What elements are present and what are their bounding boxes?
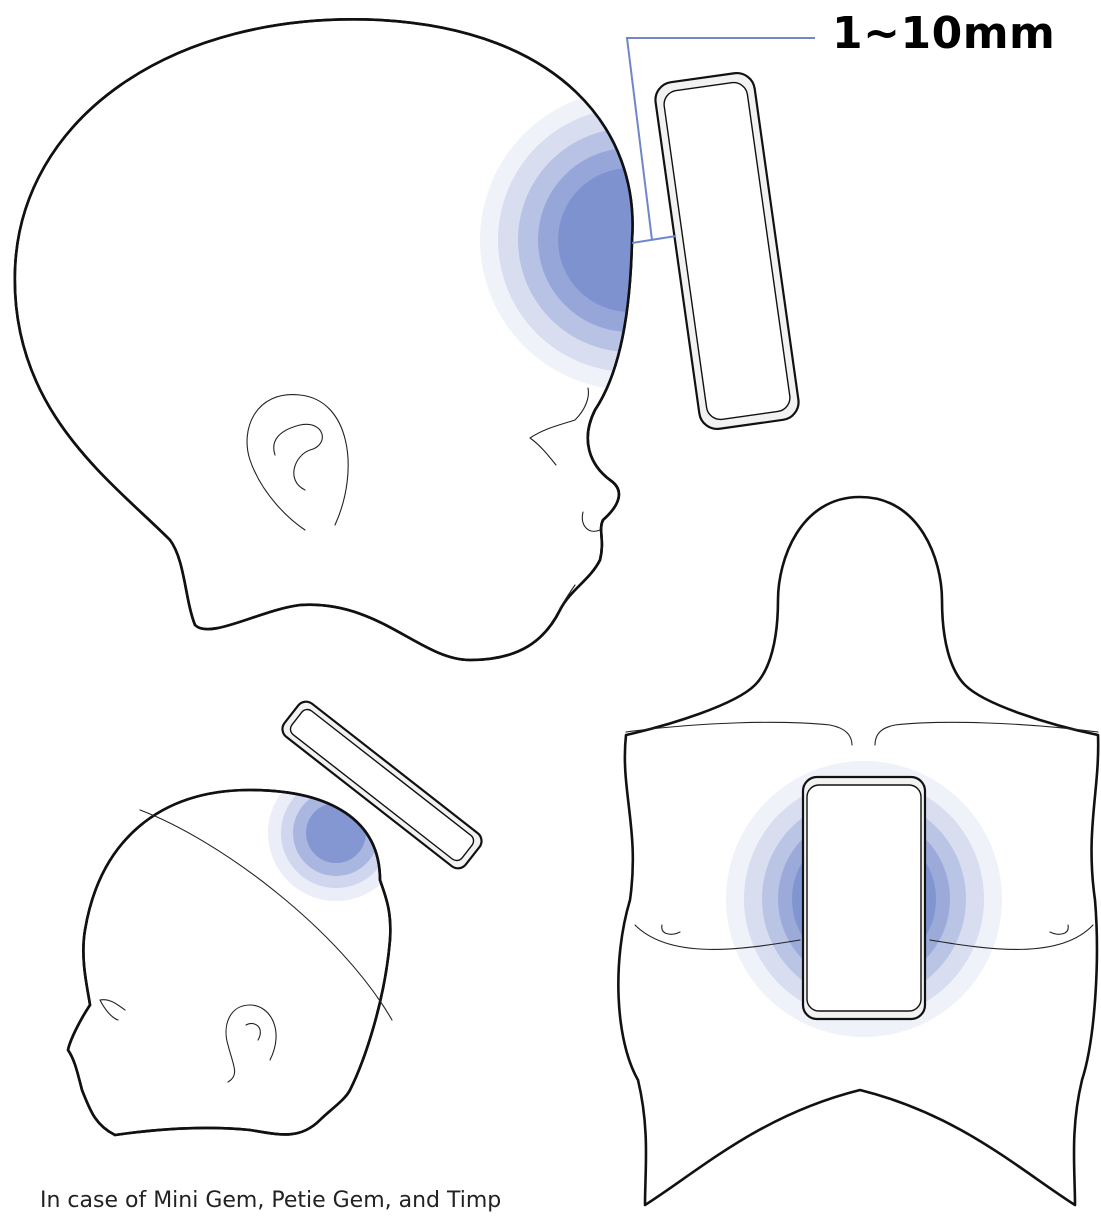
phone-torso — [803, 777, 925, 1019]
phone-large-head — [653, 71, 801, 432]
small-head-group — [68, 765, 404, 1135]
distance-label: 1~10mm — [832, 8, 1055, 59]
caption: In case of Mini Gem, Petie Gem, and Timp — [40, 1188, 501, 1213]
